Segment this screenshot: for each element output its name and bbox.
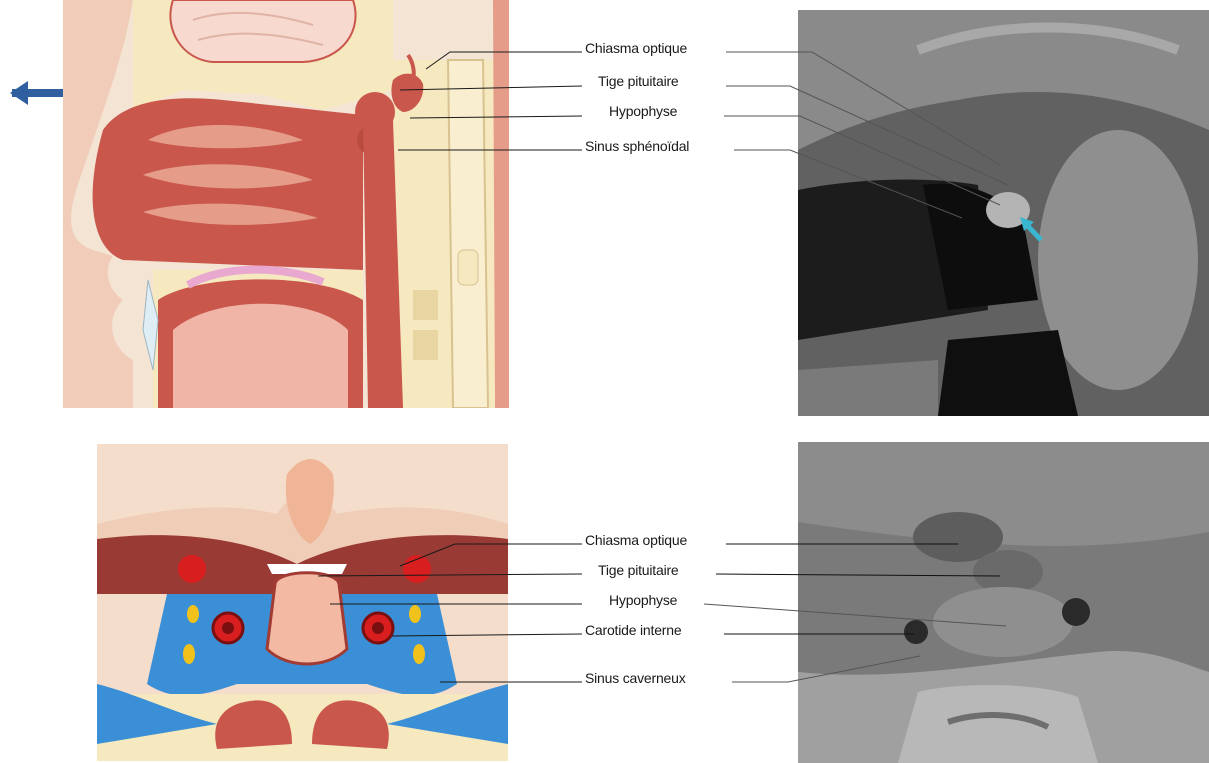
top-label-hypophyse: Hypophyse bbox=[609, 103, 677, 119]
bottom-label-hypophyse: Hypophyse bbox=[609, 592, 677, 608]
top-label-sinus-sphenoidal: Sinus sphénoïdal bbox=[585, 138, 689, 154]
bottom-label-carotide-interne: Carotide interne bbox=[585, 622, 681, 638]
top-label-tige-pituitaire: Tige pituitaire bbox=[598, 73, 679, 89]
sagittal-illustration bbox=[63, 0, 509, 408]
bottom-label-sinus-caverneux: Sinus caverneux bbox=[585, 670, 686, 686]
bottom-label-tige-pituitaire: Tige pituitaire bbox=[598, 562, 679, 578]
coronal-mri bbox=[798, 442, 1209, 763]
sagittal-mri bbox=[798, 10, 1209, 416]
bottom-label-chiasma-optique: Chiasma optique bbox=[585, 532, 687, 548]
top-label-chiasma-optique: Chiasma optique bbox=[585, 40, 687, 56]
coronal-illustration bbox=[97, 444, 508, 761]
